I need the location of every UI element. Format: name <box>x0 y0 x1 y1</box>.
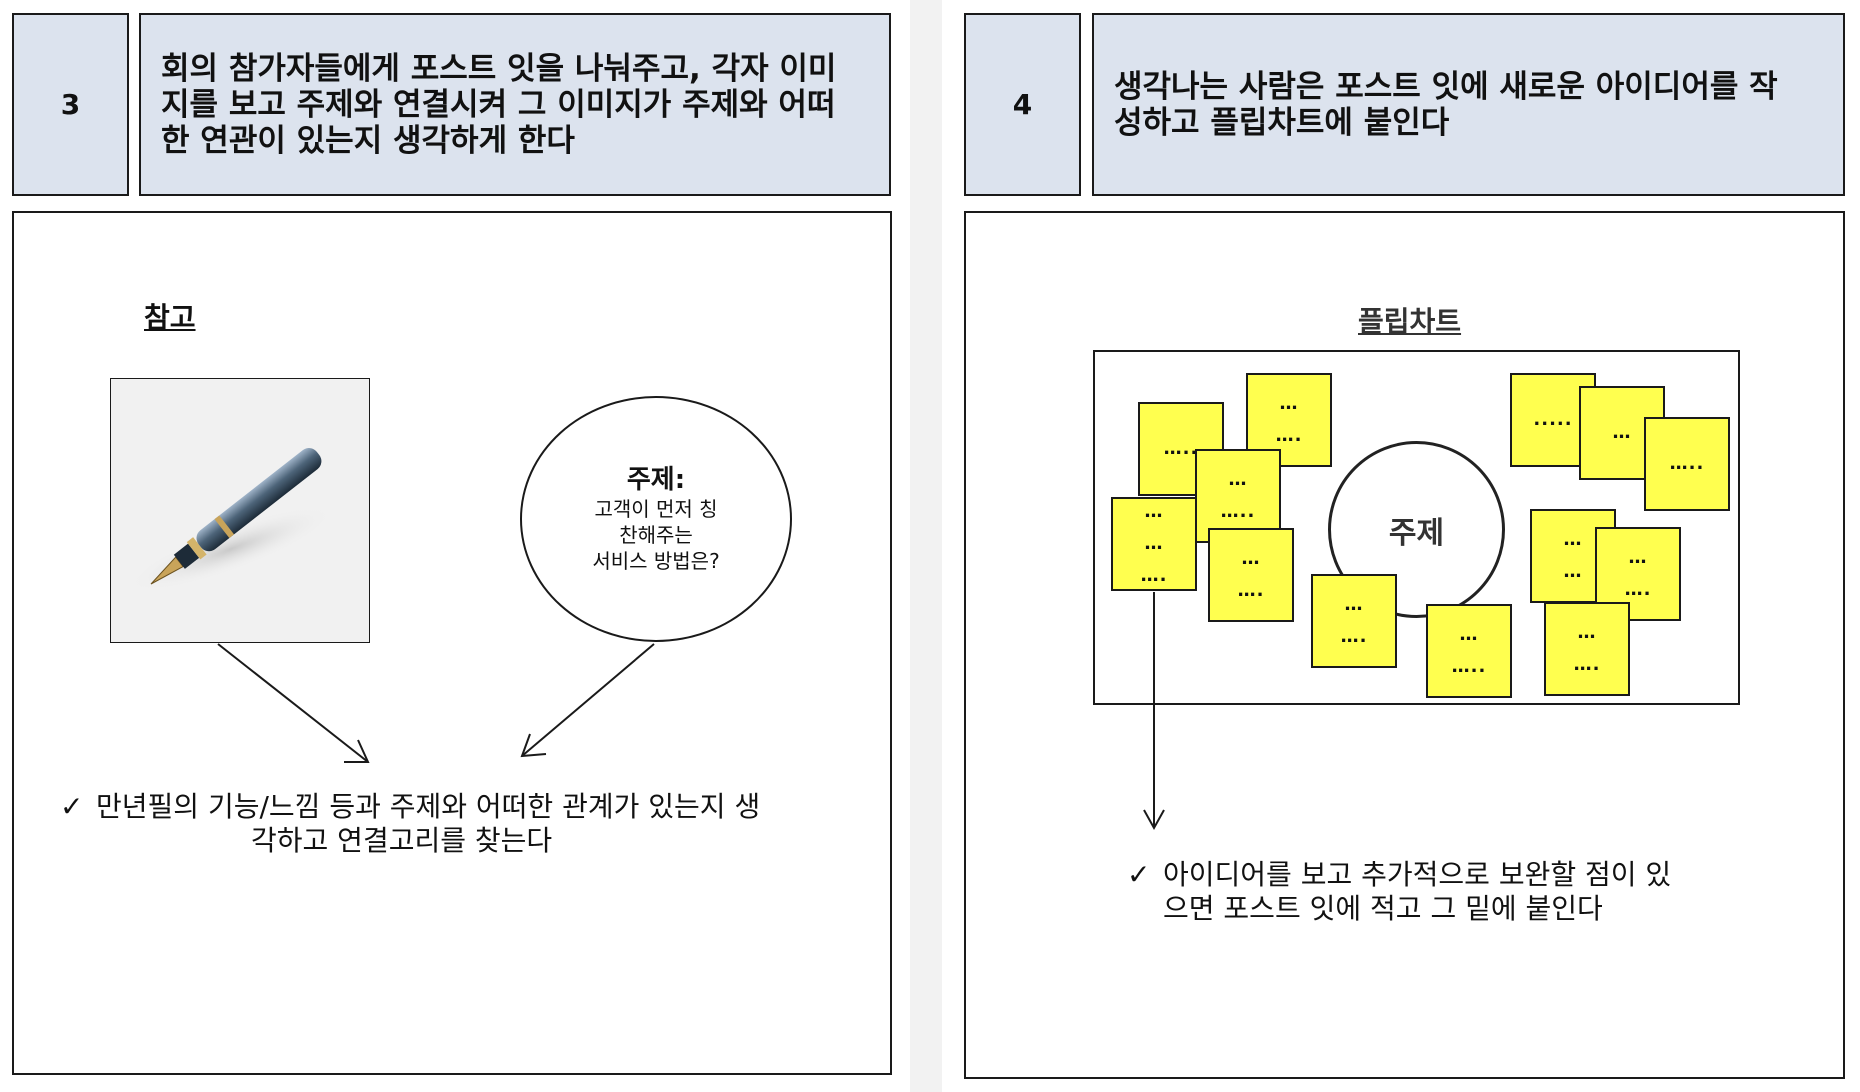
sticky-note-text: … <box>1563 529 1583 550</box>
pen-image <box>110 378 370 643</box>
sticky-note-text: … <box>1279 393 1299 414</box>
instruction-text: 회의 참가자들에게 포스트 잇을 나눠주고, 각자 이미 지를 보고 주제와 연… <box>161 51 836 159</box>
arrow-head-icon <box>520 733 547 758</box>
sticky-notes: …..…….……….……..…….…….…….......……..………….……… <box>942 0 1860 1092</box>
instruction-box: 생각나는 사람은 포스트 잇에 새로운 아이디어를 작 성하고 플립차트에 붙인… <box>1092 13 1845 196</box>
sticky-note-text: …. <box>1140 565 1168 586</box>
instruction-line: 생각나는 사람은 포스트 잇에 새로운 아이디어를 작 <box>1114 68 1778 105</box>
instruction-line: 지를 보고 주제와 연결시켜 그 이미지가 주제와 어떠 <box>161 86 836 123</box>
sticky-note-text: … <box>1628 547 1648 568</box>
sticky-note-text: …. <box>1275 425 1303 446</box>
sticky-note-text: …. <box>1573 654 1601 675</box>
sticky-note-text: … <box>1459 624 1479 645</box>
topic-bubble-title: 주제: <box>626 465 686 495</box>
flipchart-topic-label: 주제 <box>1388 515 1445 551</box>
note-line: 만년필의 기능/느낌 등과 주제와 어떠한 관계가 있는지 생 <box>96 790 761 823</box>
down-arrow <box>1143 592 1165 831</box>
note-left: ✓ 만년필의 기능/느낌 등과 주제와 어떠한 관계가 있는지 생 각하고 연결… <box>60 790 820 858</box>
topic-bubble-line: 서비스 방법은? <box>592 549 720 573</box>
fountain-pen-icon <box>127 448 335 592</box>
sticky-note: … ….. <box>1195 449 1281 543</box>
sticky-note-text: ..... <box>1533 409 1573 430</box>
sticky-note-text: … <box>1563 561 1583 582</box>
sticky-note-text: …. <box>1237 580 1265 601</box>
flipchart-heading: 플립차트 <box>1358 305 1462 338</box>
slide-panel-step-3: 3 회의 참가자들에게 포스트 잇을 나눠주고, 각자 이미 지를 보고 주제와… <box>0 0 910 1092</box>
arrow-line <box>217 643 369 763</box>
checkmark-icon: ✓ <box>1127 858 1151 891</box>
sticky-note-text: … <box>1612 422 1632 443</box>
reference-heading: 참고 <box>144 301 196 334</box>
arrow-line <box>521 643 655 757</box>
note-line: 각하고 연결고리를 찾는다 <box>251 824 553 857</box>
note-right: ✓ 아이디어를 보고 추가적으로 보완할 점이 있 으면 포스트 잇에 적고 그… <box>1127 858 1747 926</box>
sticky-note-text: … <box>1344 594 1364 615</box>
sticky-note: … …. <box>1544 602 1630 696</box>
sticky-note-text: ….. <box>1220 501 1256 522</box>
step-number-box: 3 <box>12 13 129 196</box>
sticky-note-text: … <box>1577 622 1597 643</box>
topic-bubble-line: 찬해주는 <box>619 523 693 547</box>
sticky-note-text: … <box>1241 548 1261 569</box>
sticky-note-text: … <box>1144 533 1164 554</box>
instruction-line: 회의 참가자들에게 포스트 잇을 나눠주고, 각자 이미 <box>161 50 837 87</box>
instruction-line: 성하고 플립차트에 붙인다 <box>1114 104 1450 141</box>
checkmark-icon: ✓ <box>60 790 84 823</box>
sticky-note-text: … <box>1228 469 1248 490</box>
step-number-box: 4 <box>964 13 1081 196</box>
sticky-note: … …. <box>1311 574 1397 668</box>
instruction-box: 회의 참가자들에게 포스트 잇을 나눠주고, 각자 이미 지를 보고 주제와 연… <box>139 13 891 196</box>
sticky-note-text: ….. <box>1669 453 1705 474</box>
step-number: 3 <box>60 88 81 121</box>
sticky-note: … … …. <box>1111 497 1197 591</box>
slide-panel-step-4: 4 생각나는 사람은 포스트 잇에 새로운 아이디어를 작 성하고 플립차트에 … <box>942 0 1860 1092</box>
sticky-note-text: … <box>1144 501 1164 522</box>
content-box <box>12 211 892 1075</box>
sticky-note: ….. <box>1644 417 1730 511</box>
arrow-head-icon <box>344 739 370 763</box>
sticky-note-text: …. <box>1624 579 1652 600</box>
sticky-note: … …. <box>1208 528 1294 622</box>
topic-bubble: 주제: 고객이 먼저 칭 찬해주는 서비스 방법은? <box>520 396 792 642</box>
sticky-note-text: ….. <box>1451 656 1487 677</box>
note-line: 아이디어를 보고 추가적으로 보완할 점이 있 <box>1163 858 1672 891</box>
sticky-note-text: ….. <box>1163 438 1199 459</box>
sticky-note: … ….. <box>1426 604 1512 698</box>
arrow-head-icon <box>1143 809 1165 831</box>
instruction-line: 한 연관이 있는지 생각하게 한다 <box>161 122 575 159</box>
note-line: 으면 포스트 잇에 적고 그 밑에 붙인다 <box>1163 892 1603 925</box>
instruction-text: 생각나는 사람은 포스트 잇에 새로운 아이디어를 작 성하고 플립차트에 붙인… <box>1114 69 1778 141</box>
step-number: 4 <box>1012 88 1033 121</box>
sticky-note-text: …. <box>1340 626 1368 647</box>
connector-arrows <box>217 643 655 763</box>
topic-bubble-line: 고객이 먼저 칭 <box>594 497 718 521</box>
